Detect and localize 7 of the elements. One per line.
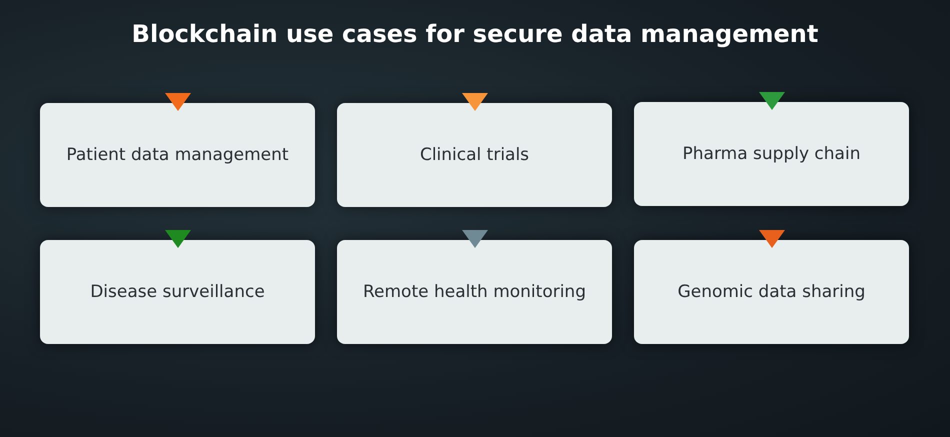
- card-label: Patient data management: [65, 145, 290, 165]
- card-label: Clinical trials: [418, 145, 530, 165]
- card-label: Genomic data sharing: [676, 282, 866, 302]
- card-label: Pharma supply chain: [682, 144, 862, 164]
- card-label: Remote health monitoring: [362, 282, 588, 302]
- card-label: Disease surveillance: [89, 282, 266, 302]
- title: Blockchain use cases for secure data management: [130, 20, 820, 48]
